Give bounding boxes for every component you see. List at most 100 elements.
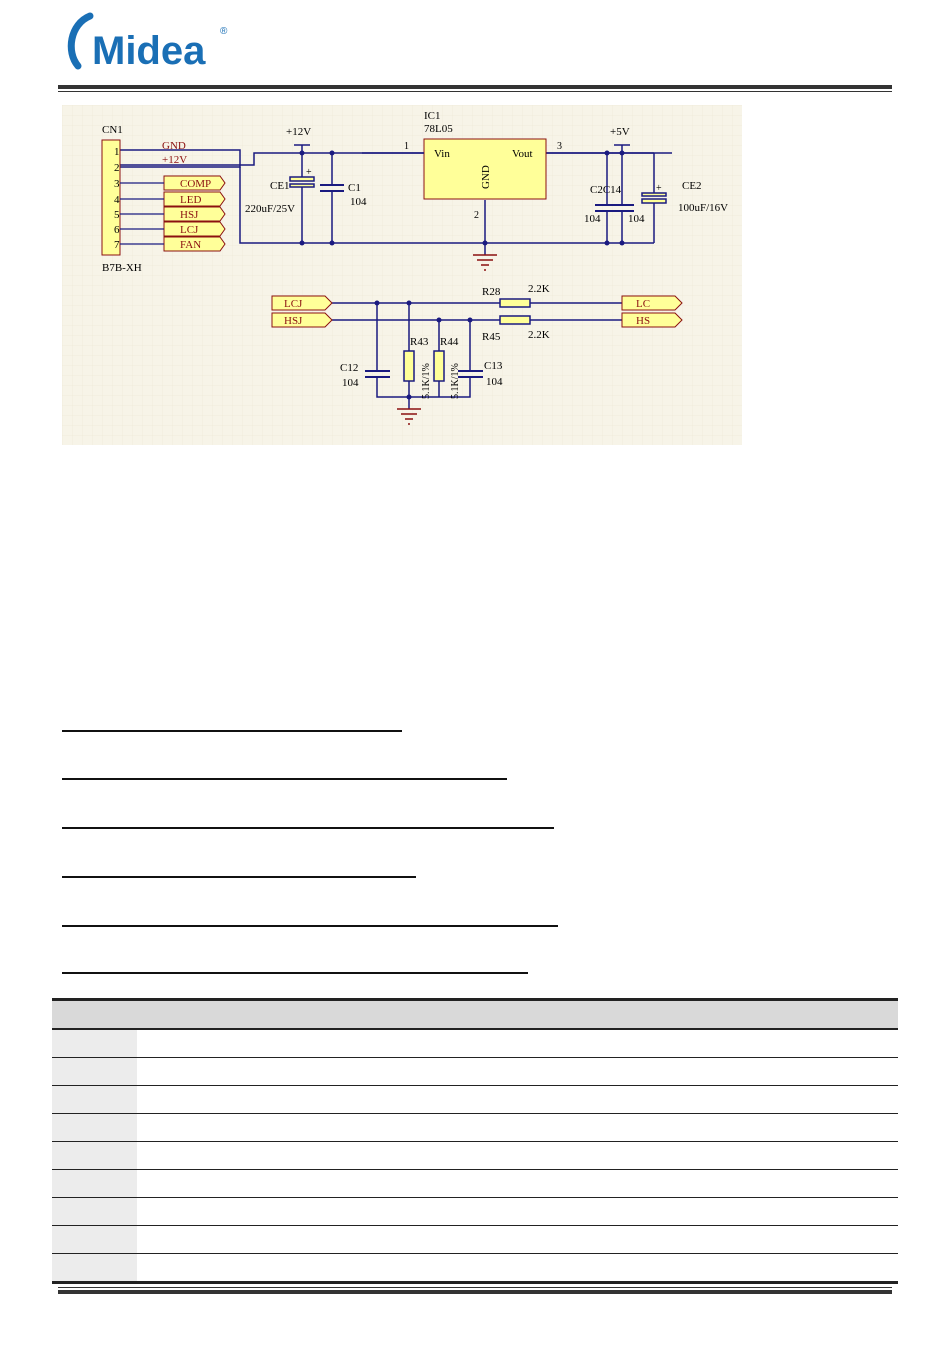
ic1-body [423,138,547,200]
table-cell [813,1057,898,1086]
table-cell [644,1113,729,1142]
table-header-row [52,998,898,1030]
pin-2: 2 [114,162,120,174]
table-cell [221,1253,306,1284]
blank-line-3 [62,827,554,829]
table-cell [813,1141,898,1170]
c1-value: 104 [350,196,367,208]
table-cell [221,1197,306,1226]
table-cell [52,1113,137,1142]
table-cell [52,1197,137,1226]
table-cell [644,1057,729,1086]
table-cell [644,1197,729,1226]
r28-ref: R28 [482,286,501,298]
c14-value: 104 [628,213,645,225]
table-cell [728,1141,814,1170]
table-row [52,1057,898,1086]
table-cell [52,1057,137,1086]
table-cell [305,1113,391,1142]
table-cell [52,1225,137,1254]
ce1-plus: + [306,167,312,178]
r44-ref: R44 [440,336,459,348]
table-cell [136,1113,222,1142]
table-cell [390,1225,475,1254]
blank-line-2 [62,778,507,780]
table-cell [559,1141,645,1170]
table-cell [728,1085,814,1114]
blank-line-6 [62,972,528,974]
table-cell [136,1253,222,1284]
table-cell [813,1029,898,1058]
power-5v-label: +5V [610,126,630,138]
ce2-ref: CE2 [682,180,702,192]
footer-rule [58,1290,892,1294]
table-cell [728,1197,814,1226]
table-row [52,1253,898,1284]
r45-value: 2.2K [528,329,550,341]
registered-mark: ® [220,26,228,37]
table-row [52,1029,898,1058]
table-cell [559,1169,645,1198]
port-label-fan: FAN [180,239,201,251]
in-label-hsj: HSJ [284,315,303,327]
table-cell [559,1225,645,1254]
ic1-vout: Vout [512,148,533,160]
table-cell [644,1169,729,1198]
connector-body [101,139,121,256]
ce2-plus: + [656,183,662,194]
table-cell [559,1085,645,1114]
table-cell [136,1085,222,1114]
table-cell [474,1225,560,1254]
table-cell [728,1057,814,1086]
table-cell [305,1141,391,1170]
circuit-schematic: CN1 B7B-XH 1 2 3 4 5 6 7 GND +12V COMP L… [62,105,742,445]
ground-symbol-lower [397,408,421,425]
blank-line-1 [62,730,402,732]
ce1-value: 220uF/25V [245,203,295,215]
table-cell [136,1169,222,1198]
table-cell [390,1197,475,1226]
ic1-pin3: 3 [557,141,562,152]
table-cell [813,1225,898,1254]
cn1-part: B7B-XH [102,262,142,274]
table-row [52,1113,898,1142]
column-header [813,998,898,1030]
port-label-led: LED [180,194,201,206]
table-cell [644,1141,729,1170]
table-cell [305,1197,391,1226]
blank-line-4 [62,876,416,878]
spec-table [52,998,898,1284]
table-row [52,1169,898,1198]
blank-line-5 [62,925,558,927]
table-cell [390,1057,475,1086]
table-cell [559,1057,645,1086]
table-cell [52,1141,137,1170]
table-body [52,1029,898,1284]
pin-1: 1 [114,146,120,158]
column-header [559,998,645,1030]
pin-6: 6 [114,224,120,236]
table-cell [813,1085,898,1114]
table-row [52,1141,898,1170]
table-cell [221,1169,306,1198]
column-header [305,998,391,1030]
table-cell [305,1029,391,1058]
port-label-lcj: LCJ [180,224,199,236]
c13-ref: C13 [484,360,503,372]
table-cell [813,1253,898,1284]
table-cell [559,1029,645,1058]
ic1-gnd: GND [480,165,492,189]
table-cell [644,1225,729,1254]
ground-symbol [473,254,497,271]
ic1-part: 78L05 [424,123,453,135]
column-header [390,998,475,1030]
table-cell [474,1141,560,1170]
c2c14-ref: C2C14 [590,184,622,196]
table-cell [390,1253,475,1284]
ce2-value: 100uF/16V [678,202,728,214]
cn1-ref: CN1 [102,124,123,136]
table-row [52,1085,898,1114]
table-cell [305,1169,391,1198]
table-cell [474,1113,560,1142]
c1-ref: C1 [348,182,361,194]
